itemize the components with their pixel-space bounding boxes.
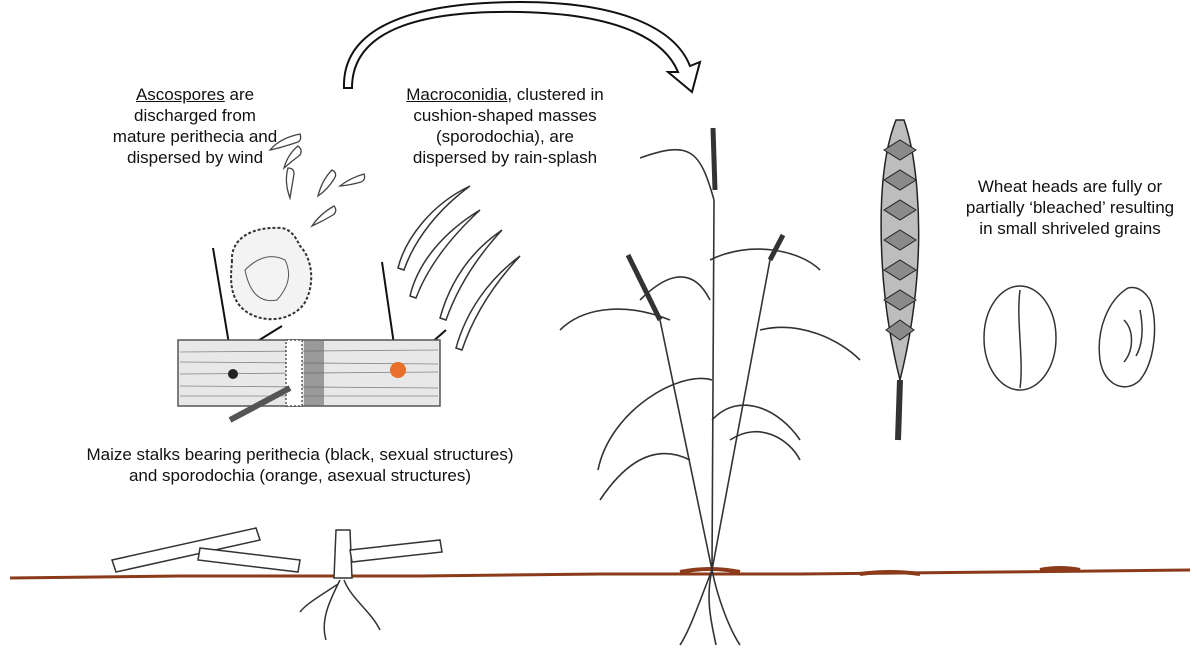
maize-stalk-label: Maize stalks bearing perithecia (black, … <box>20 444 580 486</box>
soil-line <box>10 570 1190 578</box>
ascospores-label: Ascospores are discharged from mature pe… <box>90 84 300 168</box>
ascospores-term: Ascospores <box>136 85 225 104</box>
wheat-heads-label: Wheat heads are fully or partially ‘blea… <box>950 176 1190 239</box>
sporodochium-dot <box>390 362 406 378</box>
macroconidia-term: Macroconidia <box>406 85 507 104</box>
ascospore-icon <box>312 206 336 226</box>
ascospore-icon <box>340 174 365 186</box>
ascospore-icon <box>286 168 294 198</box>
maize-stalk-icon <box>178 340 440 420</box>
ascospore-icon <box>318 170 336 196</box>
cycle-arrow-icon <box>344 2 700 92</box>
grain-icon <box>984 286 1056 390</box>
grain-icon <box>1099 288 1154 387</box>
wheat-head-icon <box>881 120 919 440</box>
macroconidia-label: Macroconidia, clustered in cushion-shape… <box>380 84 630 168</box>
macroconidium-icon <box>410 210 480 298</box>
maize-residue-icon <box>112 528 442 640</box>
perithecium-dot <box>228 369 238 379</box>
